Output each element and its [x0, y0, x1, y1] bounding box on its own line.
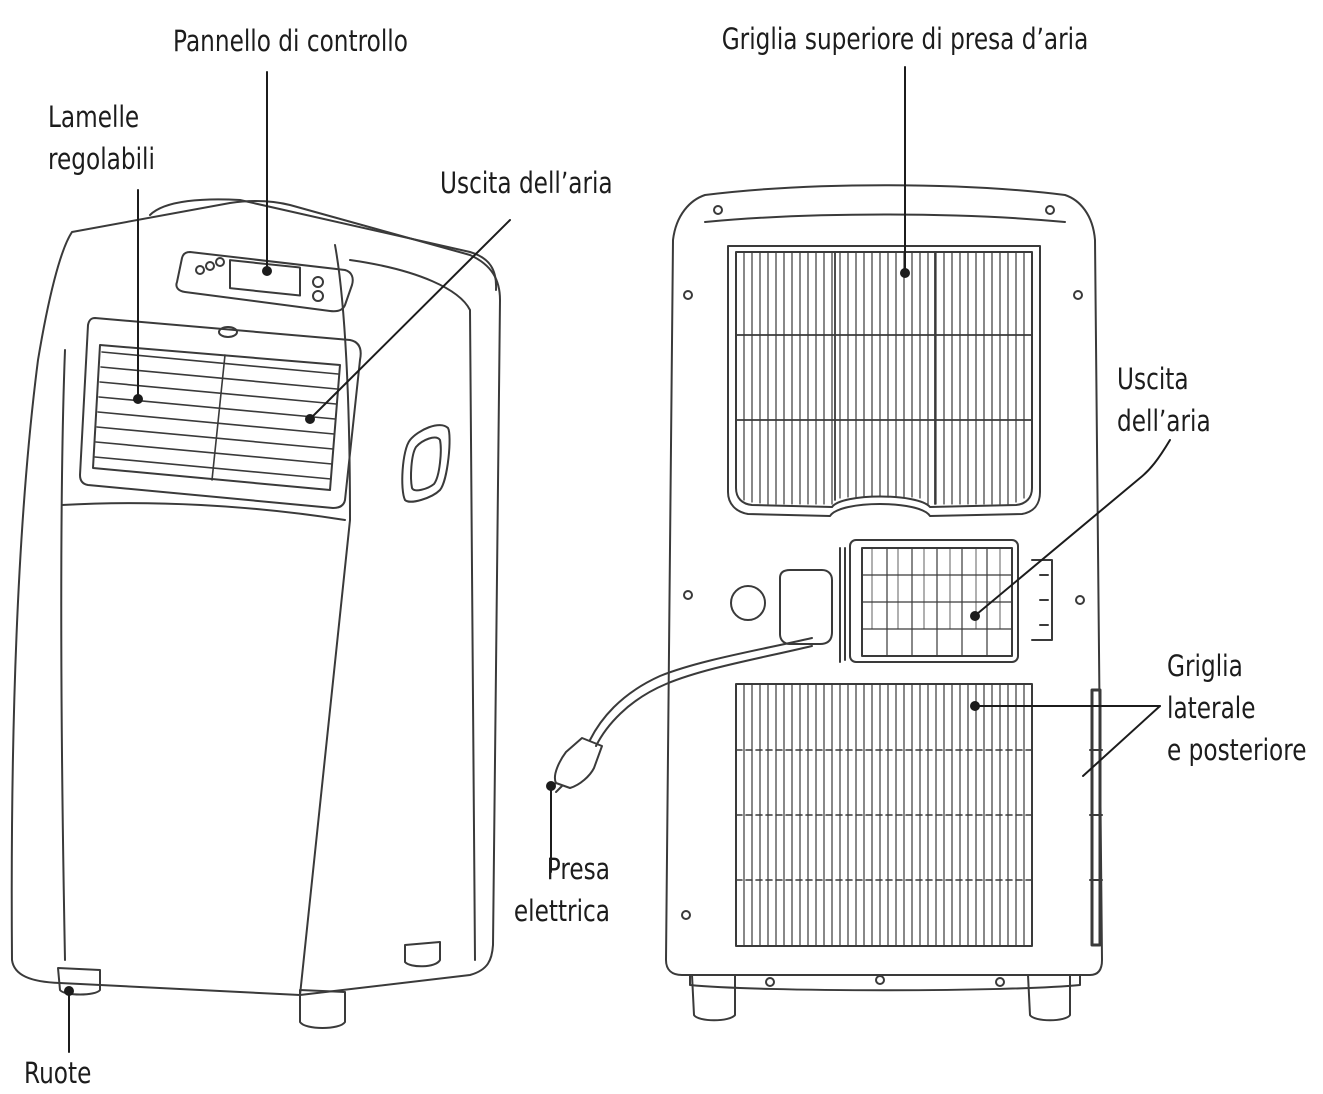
control-display	[229, 259, 301, 297]
leader-dot-presa	[546, 781, 556, 791]
side-grille-strip	[1090, 688, 1102, 947]
leader-griglia-lat-2	[1082, 705, 1161, 777]
louver-slat	[99, 381, 337, 405]
side-grille-marks	[1089, 749, 1103, 881]
drain-port	[730, 585, 766, 621]
leader-dot-uscita-front	[305, 414, 315, 424]
leader-dot-uscita-back	[970, 611, 980, 621]
upper-intake-grille	[727, 245, 1041, 517]
control-button-4	[312, 276, 324, 288]
exhaust-right-clips	[1031, 559, 1053, 641]
front-face-panel	[60, 244, 351, 996]
base-screw	[765, 977, 775, 987]
wheel-front-left	[57, 967, 101, 996]
base-screw	[875, 975, 885, 985]
front-right-side-edge	[349, 259, 476, 961]
louver-slat	[100, 366, 338, 390]
leader-lines	[64, 66, 1171, 1053]
louver-slat	[97, 411, 335, 435]
exhaust-side-bracket	[839, 547, 846, 663]
screw	[713, 205, 723, 215]
screw	[683, 590, 693, 600]
louver-logo-badge	[218, 326, 238, 338]
leader-dot-griglia-sup	[900, 268, 910, 278]
exhaust-outlet-frame	[849, 539, 1019, 663]
screw	[1073, 290, 1083, 300]
upper-grille-bars	[735, 251, 1033, 505]
front-body-outline	[10, 199, 501, 996]
label-ruote: Ruote	[24, 1056, 92, 1090]
front-separator	[61, 502, 346, 521]
label-lamelle-regolabili: Lamelle regolabili	[48, 100, 155, 176]
wheel-back-right	[404, 941, 441, 968]
control-button-2	[205, 261, 215, 271]
screw	[1045, 205, 1055, 215]
screw	[681, 910, 691, 920]
base-screw	[995, 977, 1005, 987]
exhaust-grille-lines	[861, 547, 1013, 657]
louver-slat	[95, 441, 333, 465]
screw	[1075, 595, 1085, 605]
label-griglia-superiore: Griglia superiore di presa d’aria	[721, 22, 1089, 56]
leader-dot-ruote	[64, 986, 74, 996]
louver-divider	[211, 354, 226, 481]
louver-slat	[101, 351, 339, 375]
adjustable-louvers	[94, 351, 339, 481]
louver-frame	[79, 317, 362, 509]
back-body-outline	[665, 184, 1103, 976]
leader-dot-griglia-lat	[970, 701, 980, 711]
upper-grille-inner	[735, 251, 1033, 508]
side-handle	[401, 424, 451, 503]
leader-uscita-front	[311, 219, 511, 418]
foot-left	[691, 974, 736, 1022]
power-cord	[589, 637, 813, 741]
cord-cover-plate	[779, 569, 833, 645]
wheel-front-right	[299, 989, 346, 1029]
screw	[683, 290, 693, 300]
back-base	[689, 974, 1081, 992]
lower-grille-bars	[735, 683, 1033, 947]
front-top-cap	[149, 198, 498, 291]
back-unit	[549, 184, 1103, 1022]
label-uscita-aria-back: Uscita dell’aria	[1117, 362, 1211, 438]
front-unit	[10, 198, 501, 1029]
control-button-5	[312, 290, 324, 302]
back-top-line	[704, 213, 1066, 223]
leader-dot-lamelle	[133, 394, 143, 404]
label-pannello-di-controllo: Pannello di controllo	[173, 24, 408, 58]
control-panel-housing	[175, 251, 354, 313]
leader-uscita-back	[976, 439, 1171, 615]
louver-slat	[96, 426, 334, 450]
louver-inner-frame	[92, 344, 341, 491]
control-button-3	[215, 257, 225, 267]
power-cord-edge	[595, 645, 813, 747]
label-presa-elettrica: Presa elettrica	[513, 852, 610, 928]
leader-dot-pannello	[262, 266, 272, 276]
label-griglia-laterale: Griglia laterale e posteriore	[1167, 649, 1307, 767]
foot-right	[1027, 974, 1071, 1022]
control-button-1	[195, 265, 205, 275]
label-uscita-aria-front: Uscita dell’aria	[440, 166, 613, 200]
side-handle-inner	[410, 436, 442, 492]
power-plug	[554, 737, 603, 789]
